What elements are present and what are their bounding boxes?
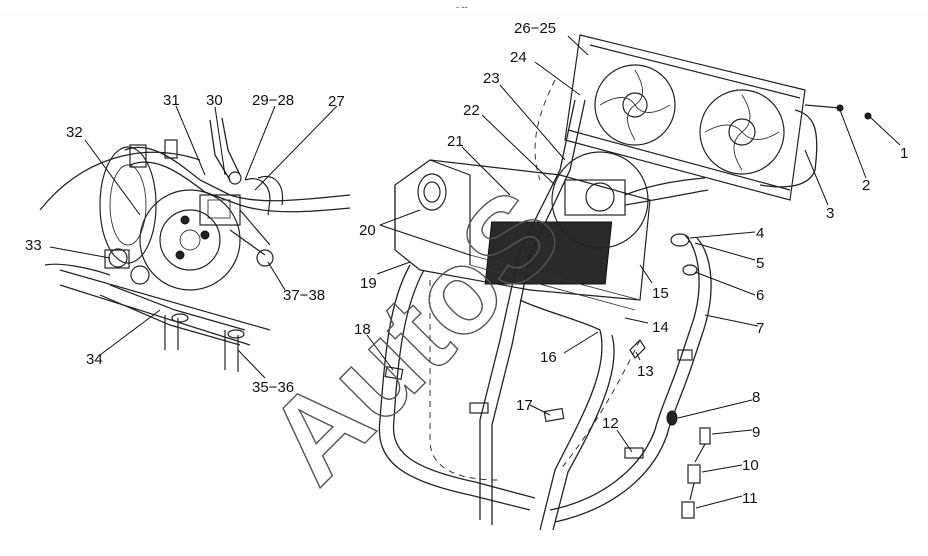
label-1: 1 bbox=[900, 145, 908, 162]
label-29-28: 29−28 bbox=[252, 92, 294, 109]
label-24: 24 bbox=[510, 49, 527, 66]
compressor-clutch bbox=[139, 189, 241, 291]
label-18: 18 bbox=[354, 321, 371, 338]
label-19: 19 bbox=[360, 275, 377, 292]
label-14: 14 bbox=[652, 319, 669, 336]
evaporator-unit bbox=[379, 151, 709, 311]
label-32: 32 bbox=[66, 124, 83, 141]
label-7: 7 bbox=[756, 320, 764, 337]
label-20: 20 bbox=[359, 222, 376, 239]
label-12: 12 bbox=[602, 415, 619, 432]
label-3: 3 bbox=[826, 205, 834, 222]
evaporator-core bbox=[484, 221, 613, 285]
label-10: 10 bbox=[742, 457, 759, 474]
label-35-36: 35−36 bbox=[252, 379, 294, 396]
label-17: 17 bbox=[516, 397, 533, 414]
label-23: 23 bbox=[483, 70, 500, 87]
label-34: 34 bbox=[86, 351, 103, 368]
label-6: 6 bbox=[756, 287, 764, 304]
part-labels: 1 2 3 4 5 6 7 8 9 10 11 12 13 14 15 16 1… bbox=[25, 20, 908, 507]
label-8: 8 bbox=[752, 389, 760, 406]
label-15: 15 bbox=[652, 285, 669, 302]
label-5: 5 bbox=[756, 255, 764, 272]
label-2: 2 bbox=[862, 177, 870, 194]
expansion-valve-area bbox=[551, 151, 649, 249]
top-mark: - -- bbox=[456, 2, 468, 12]
watermark-text: AutoS bbox=[242, 164, 587, 509]
label-37-38: 37−38 bbox=[283, 287, 325, 304]
leader-lines bbox=[49, 35, 901, 509]
fan-2 bbox=[699, 89, 785, 175]
label-26-25: 26−25 bbox=[514, 20, 556, 37]
label-9: 9 bbox=[752, 424, 760, 441]
label-31: 31 bbox=[163, 92, 180, 109]
label-33: 33 bbox=[25, 237, 42, 254]
label-22: 22 bbox=[463, 102, 480, 119]
label-13: 13 bbox=[637, 363, 654, 380]
label-21: 21 bbox=[447, 133, 464, 150]
fan-1 bbox=[594, 64, 676, 146]
condenser-fan-assembly bbox=[564, 34, 872, 201]
label-27: 27 bbox=[328, 93, 345, 110]
label-11: 11 bbox=[742, 490, 758, 507]
compressor-assembly bbox=[39, 117, 351, 372]
label-16: 16 bbox=[540, 349, 557, 366]
refrigerant-hoses bbox=[378, 79, 712, 531]
label-30: 30 bbox=[206, 92, 223, 109]
label-4: 4 bbox=[756, 225, 764, 242]
